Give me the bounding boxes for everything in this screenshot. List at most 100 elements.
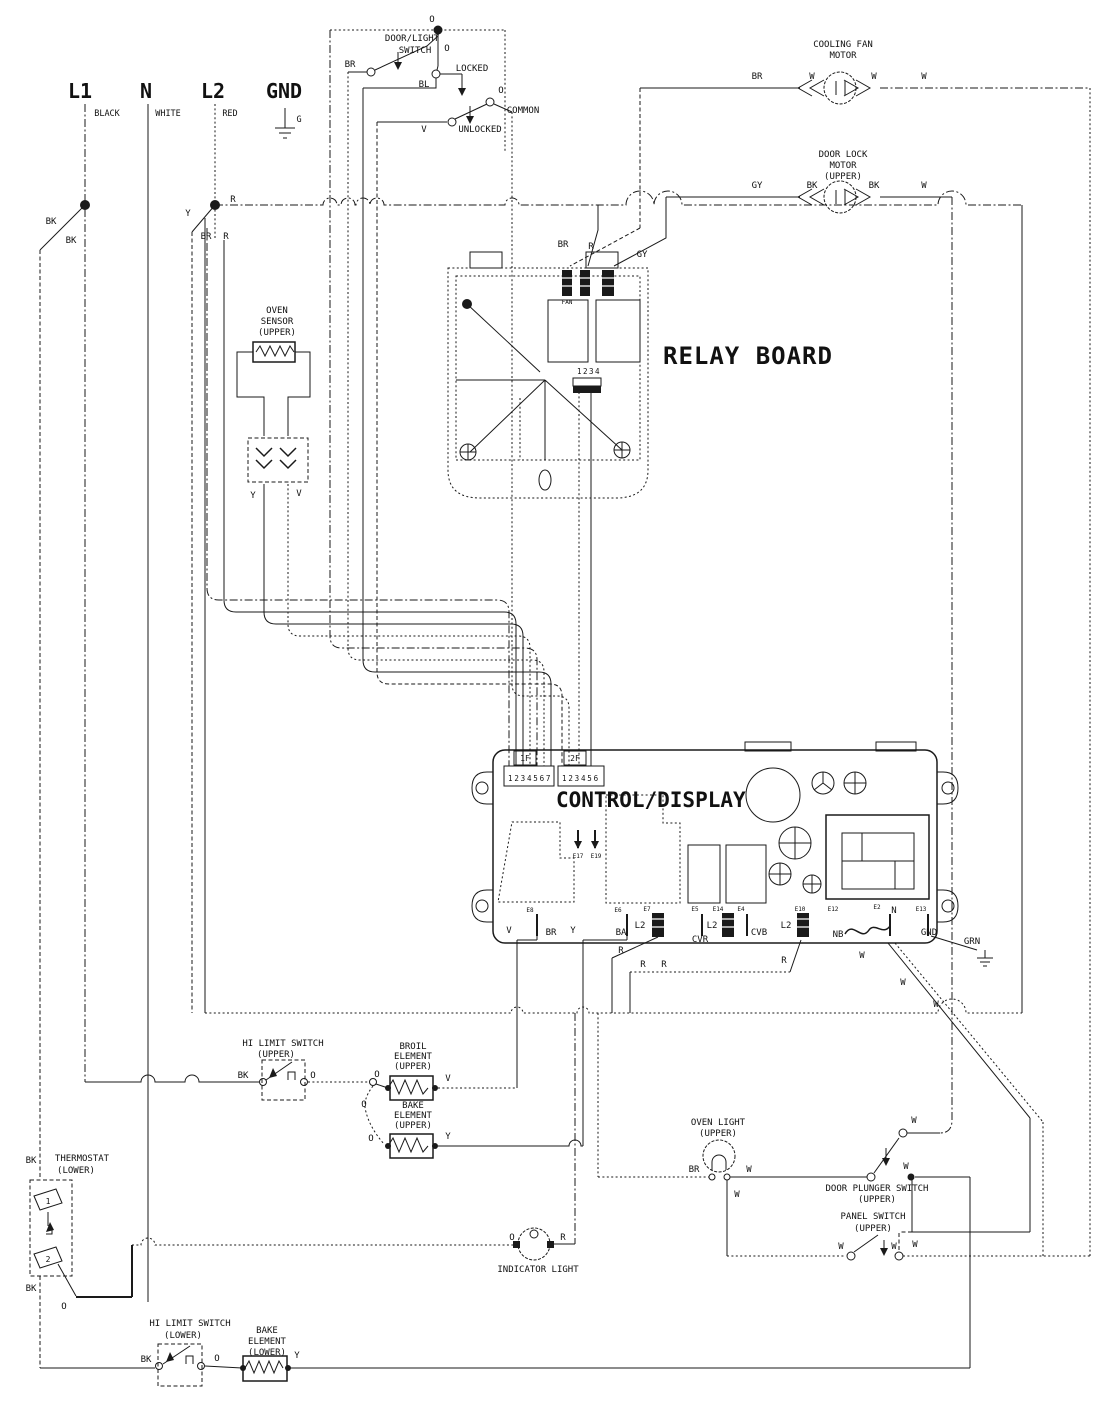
board-region-2 xyxy=(605,794,681,904)
label-door_light_switch-5: LOCKED xyxy=(456,64,489,74)
label-control_display-20: CVB xyxy=(751,928,767,938)
board-ear-tl xyxy=(471,771,493,805)
lock-wire-down-right xyxy=(939,197,953,1134)
label-control_display-8: V xyxy=(506,926,512,936)
hilimit-upper-feed xyxy=(85,1074,259,1083)
label-door_light_switch-10: UNLOCKED xyxy=(458,125,501,135)
fan-motor-icon xyxy=(823,71,857,105)
locked-wire-bl xyxy=(363,78,437,89)
relay-component-2 xyxy=(595,299,641,363)
board-part-cross2-lines xyxy=(779,827,811,859)
label-panel_switch-2: W xyxy=(838,1242,844,1252)
unlocked-terminal xyxy=(447,117,457,127)
relay-board xyxy=(447,205,649,499)
bake-upper-wire-y xyxy=(438,1139,583,1147)
relay-brace-1 xyxy=(466,303,541,373)
label-control_display-28: GND xyxy=(921,928,937,938)
label-upper_oven-7: O xyxy=(374,1070,379,1080)
board-ear-hole-tl xyxy=(475,781,489,795)
sensor-resistor-icon xyxy=(255,344,295,358)
label-door_light_switch-2: SWITCH xyxy=(399,46,432,56)
indicator-bulb-icon xyxy=(517,1227,551,1261)
label-board_output_wires-2: R xyxy=(661,960,667,970)
board-diode-arrow-2-icon xyxy=(591,841,599,849)
label-power_supply-12: BR xyxy=(201,232,212,242)
label-control_display-2: 1234567 xyxy=(508,774,552,783)
plunger-to-panel-link xyxy=(898,1180,913,1252)
hilimit-upper-in xyxy=(259,1078,267,1086)
common-contact xyxy=(454,103,488,120)
label-lower_oven-8: (LOWER) xyxy=(164,1331,202,1341)
relay-hole xyxy=(538,469,552,491)
sensor-body xyxy=(252,341,296,363)
power-supply-lines xyxy=(39,104,295,1302)
label-lower_oven-12: ELEMENT xyxy=(248,1337,287,1347)
board-diode-marks xyxy=(577,830,596,848)
wire-y-diagonal xyxy=(191,204,216,233)
upper-oven-circuit xyxy=(85,1059,583,1159)
stair-3-sensor-y xyxy=(263,484,524,766)
label-control_display-23: E12 xyxy=(828,906,839,913)
label-lower_oven-11: BAKE xyxy=(256,1326,278,1336)
label-power_supply-2: L2 xyxy=(201,79,225,103)
label-relay_board-1: R xyxy=(588,242,594,252)
label-relay_board-0: BR xyxy=(558,240,569,250)
relay-conn-1234-bottom xyxy=(573,386,601,393)
board-ear-hole-br xyxy=(941,899,955,913)
label-board_output_wires-6: W xyxy=(933,1000,939,1010)
label-door_lock_motor-4: BK xyxy=(807,181,818,191)
sensor-connector-chevrons-left-icon xyxy=(255,447,273,470)
label-control_display-7: E8 xyxy=(526,907,534,914)
label-indicator_light-1: R xyxy=(560,1233,566,1243)
label-upper_oven-11: ELEMENT xyxy=(394,1111,433,1121)
label-power_supply-8: BK xyxy=(46,217,57,227)
indicator-term-l xyxy=(513,1241,520,1248)
label-upper_oven-1: (UPPER) xyxy=(257,1050,295,1060)
relay-board-outline xyxy=(447,267,649,499)
label-upper_oven-4: BROIL xyxy=(399,1042,426,1052)
label-control_display-4: CONTROL/DISPLAY xyxy=(556,788,746,812)
label-lower_oven-10: O xyxy=(214,1354,219,1364)
stair-6-br xyxy=(347,72,545,766)
label-control_display-6: E19 xyxy=(591,853,602,860)
label-control_display-19: E4 xyxy=(737,906,745,913)
wire-w-2 xyxy=(894,942,1044,1256)
connector-2f-label-box xyxy=(563,750,587,766)
label-oven_sensor-0: OVEN xyxy=(266,306,288,316)
label-control_display-24: NB xyxy=(833,930,844,940)
label-door_lock_motor-3: GY xyxy=(752,181,763,191)
label-cooling_fan_motor-5: W xyxy=(921,72,927,82)
label-control_display-21: L2 xyxy=(781,921,792,931)
locked-arrowhead-icon xyxy=(458,88,466,96)
label-control_display-0: 1F xyxy=(520,754,530,763)
oven-light-bulb-icon xyxy=(702,1139,736,1173)
relay-tab-left xyxy=(469,251,503,269)
hilimit-upper-box xyxy=(261,1059,306,1101)
relay-screw-bl-cross xyxy=(460,444,476,460)
label-lower_oven-9: BK xyxy=(141,1355,152,1365)
fan-motor-brushes xyxy=(835,81,846,95)
board-ear-br xyxy=(937,889,959,923)
door-lock-motor xyxy=(613,180,953,1134)
label-board_output_wires-1: R xyxy=(640,960,646,970)
label-control_display-29: GRN xyxy=(964,937,980,947)
thermostat-term-2 xyxy=(33,1246,63,1269)
label-power_supply-13: R xyxy=(223,232,229,242)
wire-y-down xyxy=(582,936,628,1146)
thermostat-arrow-icon xyxy=(46,1222,54,1232)
relay-conn-1234-top xyxy=(572,377,602,387)
label-upper_oven-9: O xyxy=(361,1100,366,1110)
grn-wire xyxy=(930,935,978,951)
label-upper_oven-6: (UPPER) xyxy=(394,1062,432,1072)
connector-2f xyxy=(557,765,605,787)
label-control_display-17: CVR xyxy=(692,935,709,945)
label-door_plunger_switch-3: (UPPER) xyxy=(858,1195,896,1205)
common-terminal xyxy=(485,97,495,107)
sensor-lead-left xyxy=(236,351,265,436)
stair-4-sensor-v xyxy=(287,484,531,766)
label-indicator_light-2: INDICATOR LIGHT xyxy=(497,1265,579,1275)
label-oven_light-4: W xyxy=(734,1190,740,1200)
board-output-wiring xyxy=(516,936,1044,1256)
label-lower_oven-14: Y xyxy=(294,1351,300,1361)
label-board_output_wires-3: R xyxy=(781,956,787,966)
